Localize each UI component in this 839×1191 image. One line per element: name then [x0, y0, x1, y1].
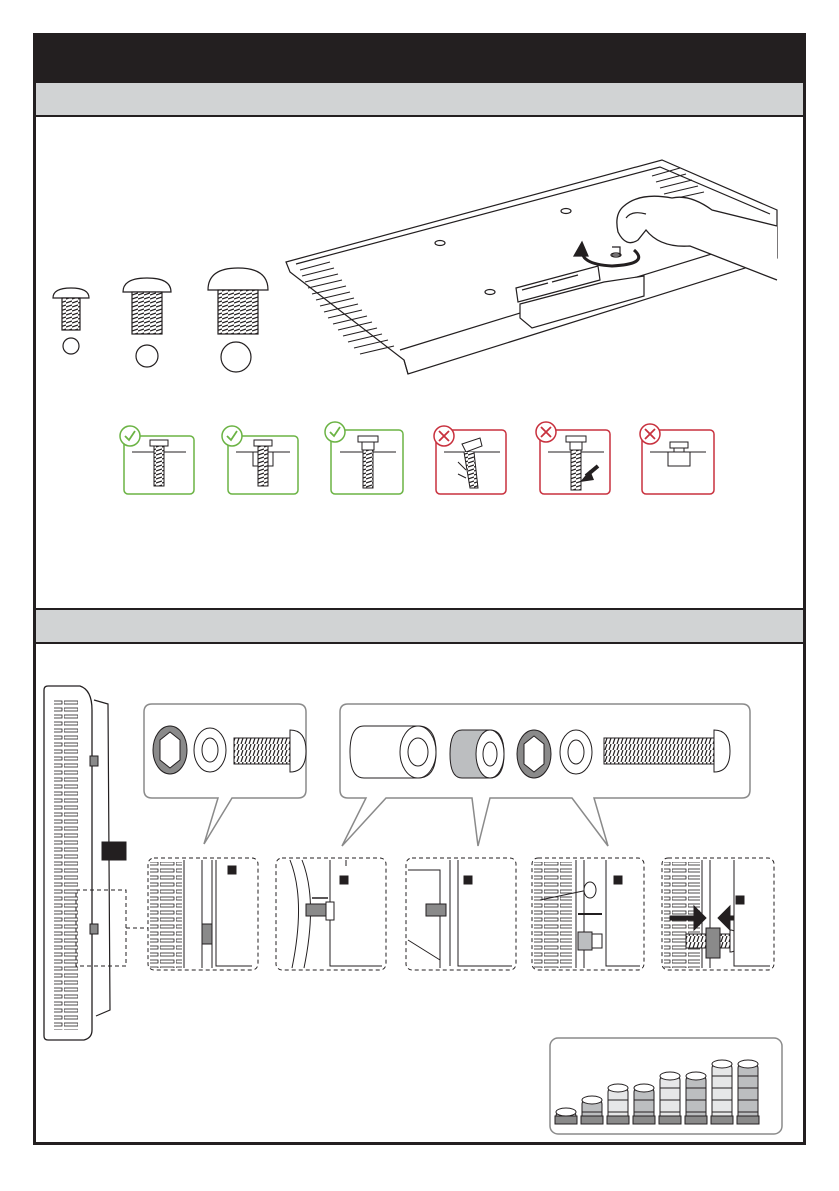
spacer-stack-3: [607, 1084, 629, 1124]
screw-check-bad-3: [640, 424, 714, 494]
parts-bubble-short: [144, 704, 306, 844]
medium-screw-icon: [123, 278, 171, 367]
large-screw-icon: [208, 268, 268, 372]
check-icon: [120, 426, 140, 446]
spacer-stack-7: [711, 1060, 733, 1124]
screw-fit-checks: [120, 422, 714, 494]
check-icon: [222, 426, 242, 446]
spacer-stack-8: [737, 1060, 759, 1124]
assembly-step-5: [662, 858, 774, 970]
assembly-step-3: [406, 858, 516, 970]
screw-check-bad-1: [434, 426, 506, 494]
washer-rubber-icon: [153, 726, 187, 774]
screw-check-ok-3: [325, 422, 403, 494]
assembly-step-2: [276, 858, 386, 970]
assembly-step-1: [148, 858, 258, 970]
spacer-stack-2: [581, 1096, 603, 1124]
small-screw-icon: [53, 288, 89, 354]
spacer-long-icon: [350, 726, 436, 778]
screw-check-ok-2: [222, 426, 298, 494]
spacer-stack-5: [659, 1072, 681, 1124]
spacer-stack-4: [633, 1084, 655, 1124]
spacer-short-icon: [450, 730, 504, 778]
spacer-stack-6: [685, 1072, 707, 1124]
spacer-stack-1: [555, 1108, 577, 1124]
washer-flat-icon: [194, 728, 226, 772]
assembly-step-4: [532, 858, 644, 970]
screw-size-chart: [53, 268, 268, 372]
washer-flat-icon-2: [560, 730, 592, 774]
tv-side-profile: [44, 686, 148, 1040]
parts-bubble-long: [340, 704, 750, 846]
screw-check-bad-2: [536, 422, 610, 494]
check-icon: [325, 422, 345, 442]
washer-rubber-icon-2: [517, 730, 551, 778]
assembly-steps: [148, 858, 774, 970]
bracket-black-plate: [102, 842, 126, 860]
screw-check-ok-1: [120, 426, 194, 494]
tv-back-illustration: [286, 160, 777, 374]
